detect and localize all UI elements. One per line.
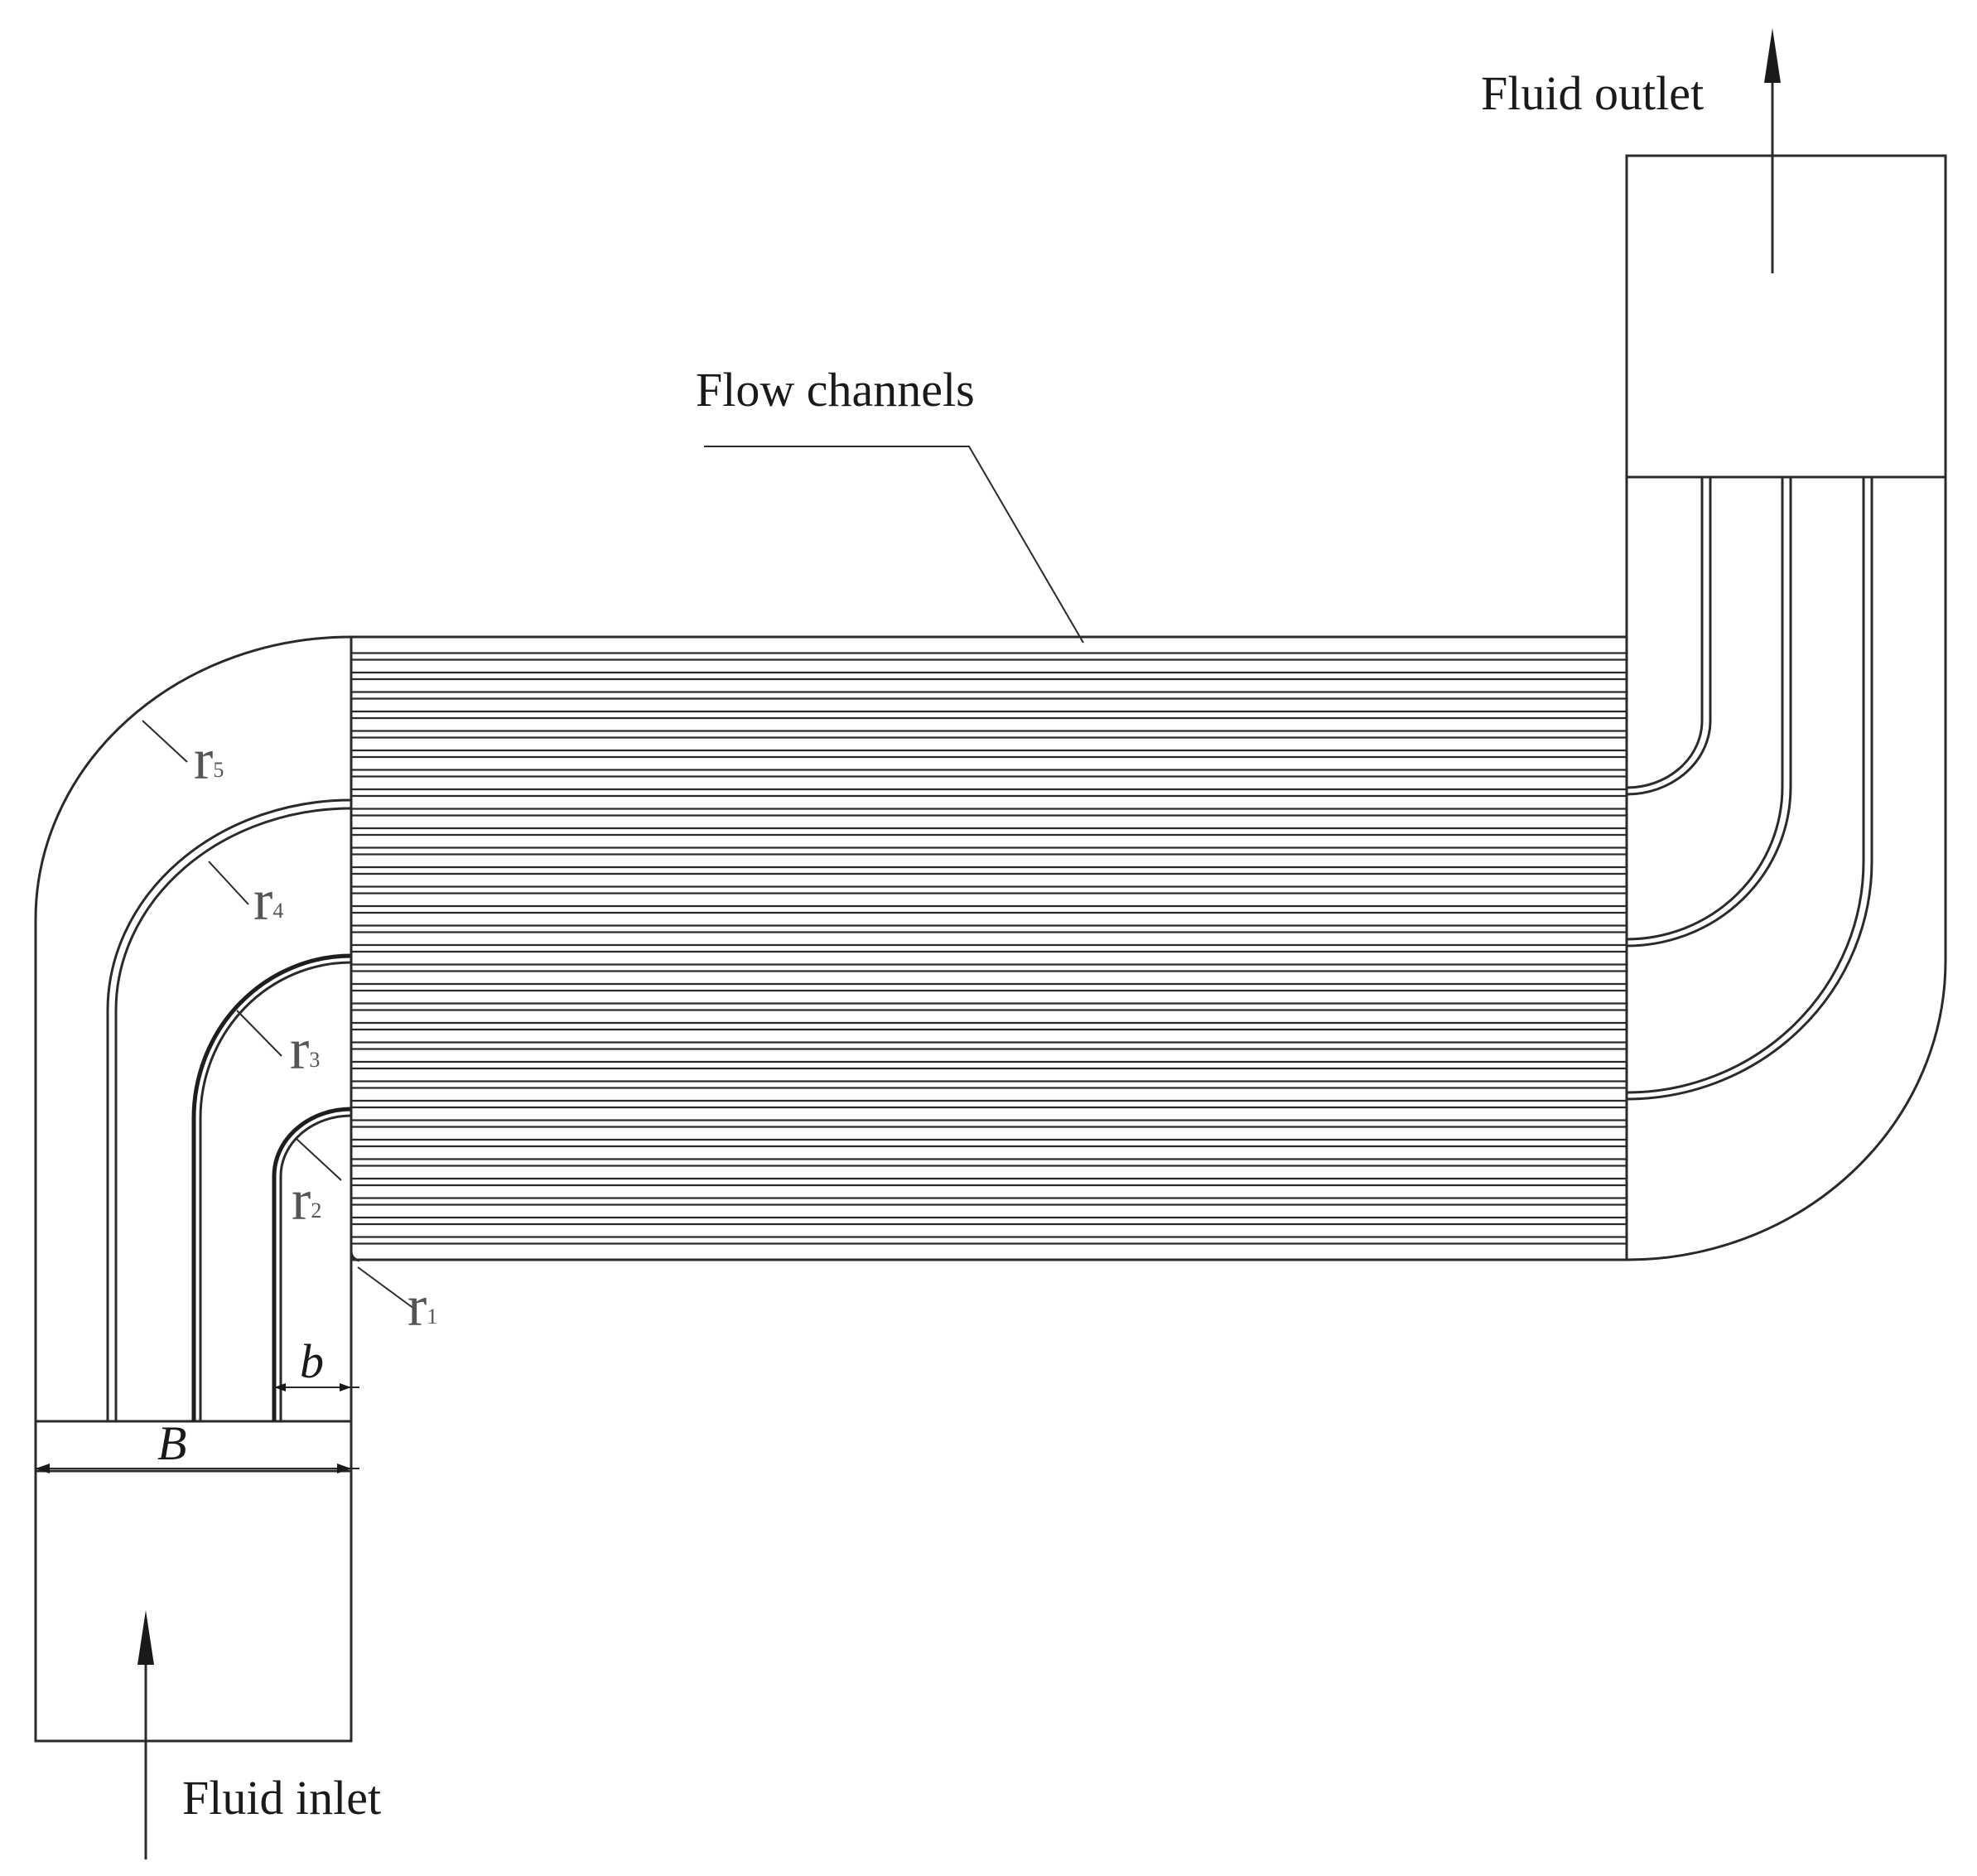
channel-lines <box>351 652 1627 1245</box>
width-B-label: B <box>157 1416 186 1470</box>
width-b-dimension: b <box>274 1334 359 1391</box>
outer-bend-r5 <box>34 635 352 1421</box>
svg-text:r3: r3 <box>290 1018 320 1082</box>
svg-text:r2: r2 <box>292 1169 321 1232</box>
fluid-outlet-label: Fluid outlet <box>1481 66 1704 120</box>
outlet-outer-bend <box>1626 477 1947 1261</box>
inlet-arrow <box>137 1610 154 1859</box>
radius-label-r1: r1 <box>407 1275 437 1338</box>
radius-label-r3: r3 <box>290 1018 320 1082</box>
radius-label-r4: r4 <box>253 869 283 933</box>
flow-channels-leader <box>704 446 1084 644</box>
width-B-dimension: B <box>36 1416 359 1473</box>
fluid-inlet-label: Fluid inlet <box>182 1771 381 1825</box>
svg-text:r1: r1 <box>407 1275 437 1338</box>
flow-channels-label: Flow channels <box>696 363 975 417</box>
outlet-arrow <box>1764 28 1781 273</box>
right-guide-vanes <box>1626 477 1873 1101</box>
radius-label-r2: r2 <box>292 1169 321 1232</box>
width-b-label: b <box>300 1334 324 1388</box>
outlet-manifold <box>1625 154 1947 479</box>
svg-text:r5: r5 <box>194 728 224 792</box>
left-guide-vanes <box>106 798 352 1421</box>
radius-label-r5: r5 <box>194 728 224 792</box>
svg-text:r4: r4 <box>253 869 283 933</box>
inner-bend-r1 <box>350 1250 360 1421</box>
flow-channels-block <box>350 635 1628 1261</box>
radius-leaders <box>142 720 415 1309</box>
